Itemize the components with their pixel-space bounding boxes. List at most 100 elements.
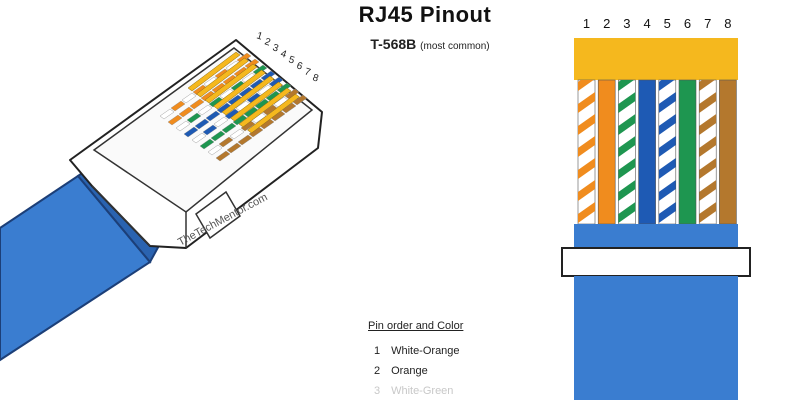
pin-list-title: Pin order and Color: [368, 320, 464, 332]
wire-pin-2: [597, 79, 616, 225]
plug-pin-number: 1: [255, 30, 264, 42]
wire-stripe: [699, 136, 717, 157]
plug-wire-segment: [181, 92, 197, 104]
plug-wire-segment: [237, 134, 253, 146]
wire-stripe: [699, 180, 717, 201]
pin-list-number: 2: [374, 365, 381, 377]
pin-list-color: White-Orange: [391, 345, 460, 357]
plug-wire-segment: [215, 150, 231, 162]
plug-contact: [230, 81, 283, 122]
wire-stripe: [618, 114, 636, 135]
plug-wire-segment: [159, 108, 175, 120]
connector-head: [574, 38, 738, 80]
diagram-pin-number: 5: [664, 16, 671, 31]
plug-contact: [213, 69, 266, 110]
plug-wire-window: [159, 52, 308, 162]
wire-stripe: [699, 202, 717, 223]
pin-list-row: 2 Orange: [374, 365, 428, 377]
wire-stripe: [658, 136, 676, 157]
plug-wire-segment: [221, 122, 237, 134]
wire-stripe: [699, 80, 715, 91]
plug-contact: [187, 51, 241, 92]
cable-jacket-bottom: [574, 276, 738, 400]
wire-stripe: [578, 180, 595, 201]
wire-pin-4: [638, 79, 656, 225]
plug-pin-number: 8: [311, 72, 320, 84]
plug-wire-segment: [178, 106, 194, 118]
wire-stripe: [618, 202, 636, 223]
wire-stripe: [658, 202, 676, 223]
plug-wire-segment: [226, 142, 242, 154]
plug-wire-segment: [186, 112, 202, 124]
diagram-pin-number: 2: [603, 16, 610, 31]
wire-stripe: [658, 92, 676, 113]
wire-pin-6: [678, 79, 697, 225]
wire-stripe: [578, 202, 595, 223]
plug-wire-segment: [202, 124, 218, 136]
wire-stripe: [699, 158, 717, 179]
standard-note: (most common): [420, 41, 490, 52]
plug-wire-segment: [191, 132, 207, 144]
pin-list-number: 1: [374, 345, 381, 357]
plug-wire-segment: [170, 100, 186, 112]
plug-pin-number: 2: [263, 36, 272, 48]
plug-wire-segment: [197, 104, 213, 116]
plug-pin-number: 7: [303, 66, 312, 78]
wire-stripe: [658, 114, 676, 135]
plug-wire-segment: [205, 110, 221, 122]
plug-wire-segment: [189, 98, 205, 110]
plug-contact: [247, 93, 300, 134]
plug-wire-segment: [175, 120, 191, 132]
cable-jacket-top: [574, 224, 738, 248]
diagram-pin-number: 4: [643, 16, 650, 31]
plug-wire-segment: [213, 116, 229, 128]
diagram-pin-number: 6: [684, 16, 691, 31]
plug-wire-segment: [268, 76, 284, 88]
plug-wire-segment: [292, 94, 308, 106]
plug-pin-number: 6: [295, 60, 304, 72]
plug-wire-segment: [210, 130, 226, 142]
wire-stripe: [618, 92, 636, 113]
wire-stripe: [578, 114, 595, 135]
wire-pin-8: [719, 79, 737, 225]
plug-contact: [204, 63, 258, 104]
plug-wire-segment: [183, 126, 199, 138]
plug-pin-number: 4: [279, 48, 288, 60]
plug-pin-number: 3: [271, 42, 280, 54]
wire-stripe: [578, 92, 595, 113]
diagram-pin-number: 8: [724, 16, 731, 31]
wire-stripe: [618, 180, 636, 201]
plug-latch: [195, 190, 241, 240]
wire-stripe: [699, 92, 717, 113]
plug-wire-segment: [260, 70, 276, 82]
plug-wire-segment: [252, 64, 268, 76]
crimp-band: [561, 247, 751, 277]
plug-wire-segment: [276, 82, 292, 94]
wire-stripe: [618, 80, 634, 91]
plug-wire-segment: [218, 136, 234, 148]
wire-stripe: [578, 80, 594, 91]
pin-list-row: 3 White-Green: [374, 385, 453, 397]
plug-contact: [196, 57, 249, 98]
standard-label: T-568B (most common): [335, 36, 525, 52]
diagram-pin-number: 7: [704, 16, 711, 31]
pin-list-number: 3: [374, 385, 381, 397]
plug-contact: [238, 87, 292, 128]
pin-list-row: 1 White-Orange: [374, 345, 460, 357]
plug-pin-number: 5: [287, 54, 296, 66]
wire-stripe: [658, 158, 676, 179]
plug-wire-segment: [284, 88, 300, 100]
wire-stripe: [658, 180, 676, 201]
standard-name: T-568B: [370, 36, 417, 52]
diagram-wires: [577, 79, 737, 225]
wire-stripe: [658, 80, 675, 91]
diagram-pin-number: 1: [583, 16, 590, 31]
wire-stripe: [578, 136, 595, 157]
wire-stripe: [618, 158, 636, 179]
wire-stripe: [578, 158, 595, 179]
plug-contact: [221, 75, 275, 116]
